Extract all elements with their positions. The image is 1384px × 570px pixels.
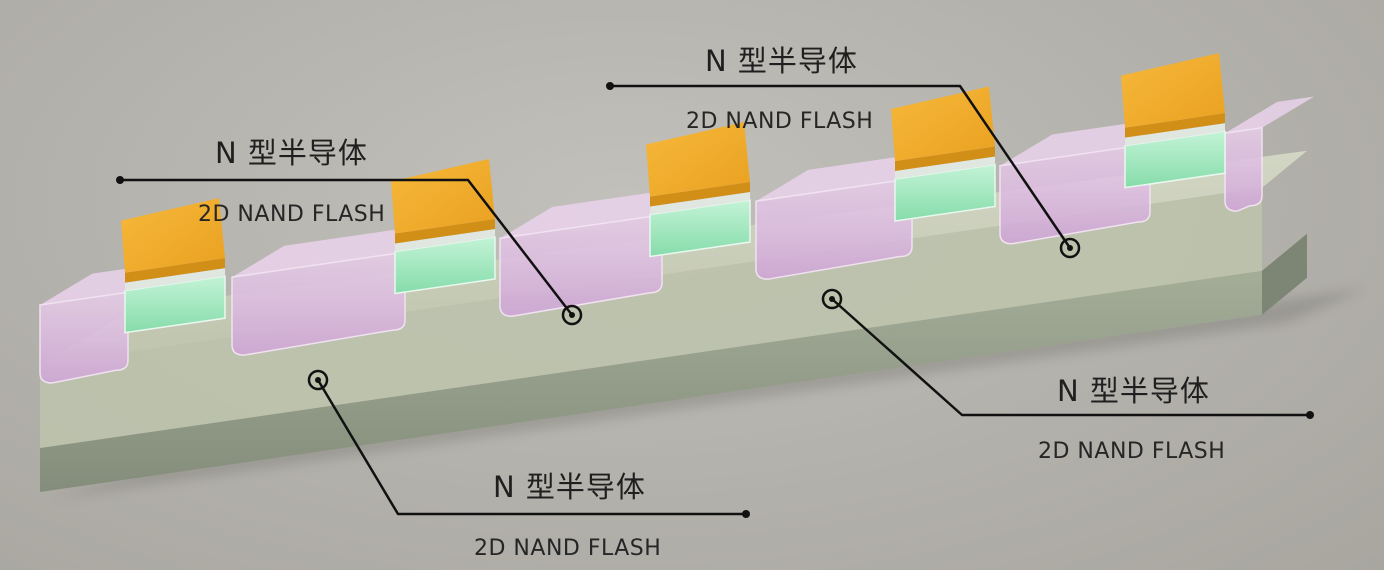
callout-title-3: N 型半导体	[1057, 374, 1210, 408]
leader-line-2	[606, 82, 1081, 259]
leader-path-4	[316, 379, 746, 516]
gate-electrode-top-1	[121, 198, 225, 273]
leader-ring-4	[307, 369, 329, 391]
leader-end-dot-2	[606, 82, 614, 90]
substrate-front-face	[40, 270, 1262, 492]
callout-subtitle-1: 2D NAND FLASH	[198, 202, 386, 227]
gate-dielectric-4	[895, 156, 995, 180]
n-region-front-1	[39, 291, 129, 384]
leader-path-3	[831, 298, 1310, 417]
substrate-end-face	[1262, 233, 1307, 315]
leader-ring-dot-2	[1067, 245, 1073, 251]
gate-electrode-side-4	[895, 146, 995, 172]
leader-ring-dot-3	[829, 296, 835, 302]
gate-electrode-side-5	[1125, 113, 1225, 138]
leader-end-dot-3	[1306, 411, 1314, 419]
gate-stack-3	[646, 122, 751, 258]
leader-ring-3	[821, 288, 843, 310]
leader-ring-2	[1059, 237, 1081, 259]
leader-ring-dot-4	[315, 377, 321, 383]
callout-subtitle-4: 2D NAND FLASH	[474, 536, 662, 561]
leader-line-4	[307, 369, 750, 518]
gate-electrode-side-2	[395, 219, 495, 244]
leader-line-1	[116, 176, 583, 326]
n-region-front-2	[231, 251, 406, 356]
n-region-front-6	[1224, 126, 1263, 212]
callout-title-2: N 型半导体	[705, 44, 858, 78]
gate-stack-5	[1121, 53, 1226, 189]
n-region-top-6	[1225, 96, 1315, 134]
n-region-front-3	[499, 213, 663, 318]
callout-subtitle-3: 2D NAND FLASH	[1038, 439, 1226, 464]
gate-electrode-top-5	[1121, 53, 1225, 128]
callout-title-4: N 型半导体	[493, 470, 646, 504]
gate-stack-1	[121, 198, 226, 334]
gate-dielectric-3	[650, 192, 750, 215]
leader-ring-dot-1	[569, 312, 575, 318]
leader-line-3	[821, 288, 1314, 419]
n-region-front-5	[999, 143, 1151, 245]
callout-title-1: N 型半导体	[215, 136, 368, 170]
gate-stack-2	[391, 159, 496, 295]
leader-ring-1	[561, 304, 583, 326]
gate-dielectric-1	[125, 268, 225, 291]
gate-electrode-top-2	[391, 159, 495, 234]
gate-electrode-top-4	[891, 86, 995, 162]
gate-electrode-top-3	[646, 122, 750, 197]
callout-subtitle-2: 2D NAND FLASH	[686, 109, 874, 134]
leader-path-1	[120, 178, 573, 316]
n-region-front-4	[755, 177, 913, 280]
gate-electrode-side-3	[650, 182, 750, 207]
n-type-region-6	[1224, 96, 1315, 212]
gate-dielectric-2	[395, 229, 495, 252]
gate-stack-4	[891, 86, 996, 222]
gate-dielectric-5	[1125, 123, 1225, 146]
leader-end-dot-1	[116, 176, 124, 184]
gate-electrode-side-1	[125, 258, 225, 283]
substrate-upper-front	[40, 187, 1262, 448]
leader-path-2	[610, 84, 1072, 249]
leader-end-dot-4	[742, 510, 750, 518]
